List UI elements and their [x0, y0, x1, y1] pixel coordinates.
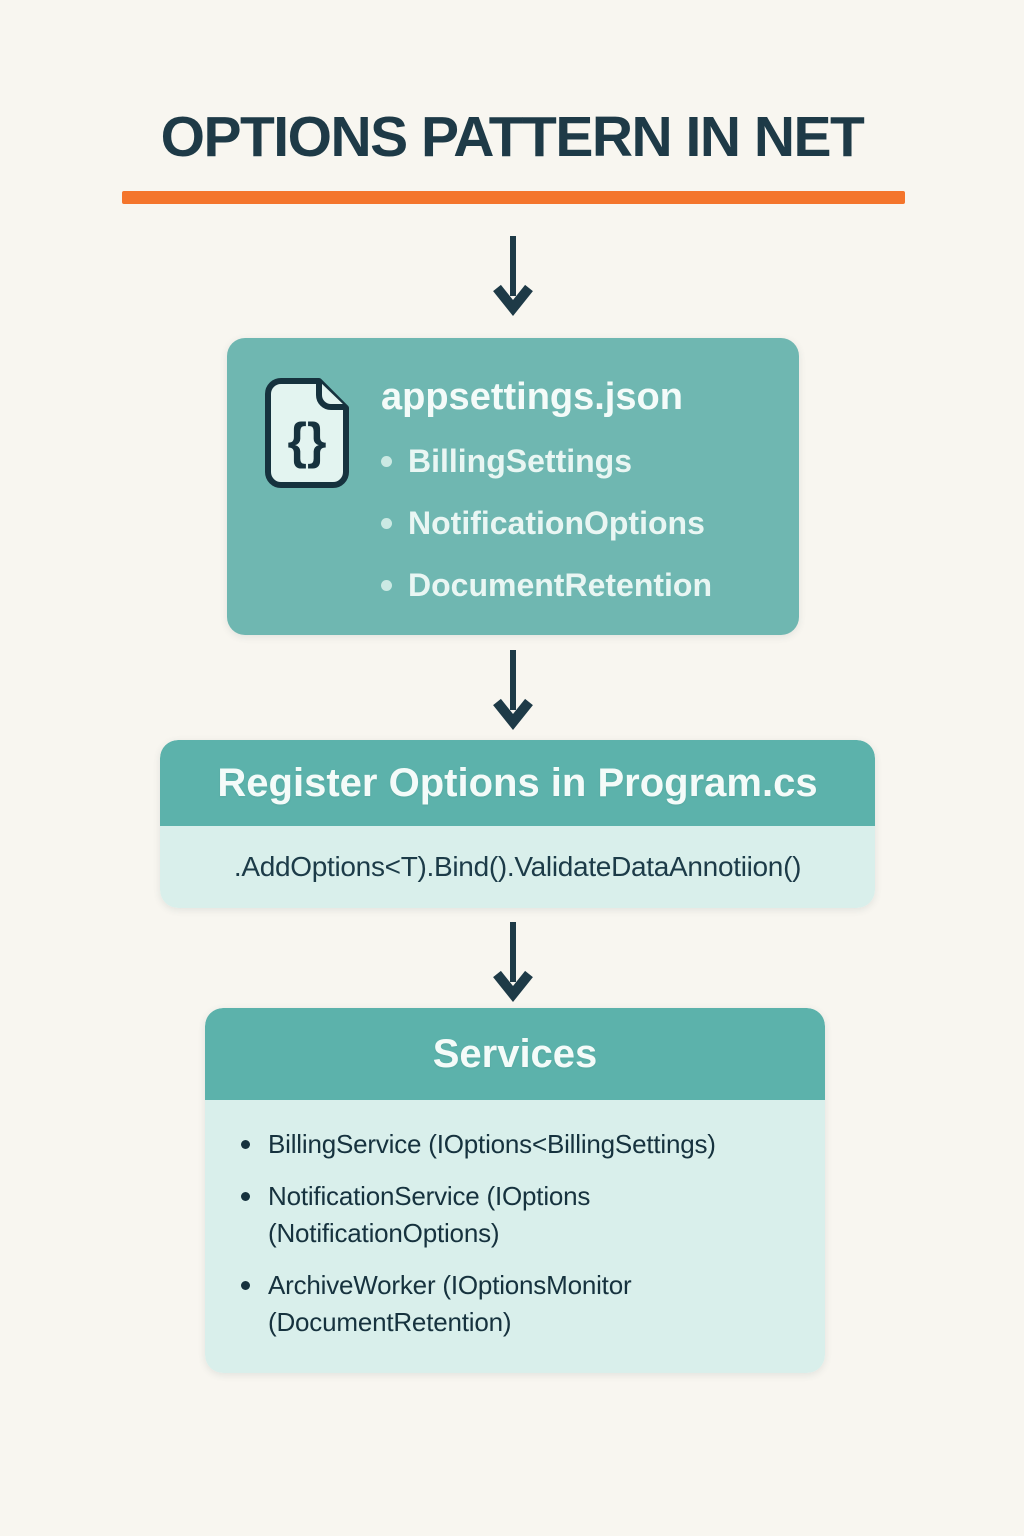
bullet-dot	[381, 456, 392, 467]
list-item: BillingService (IOptions<BillingSettings…	[241, 1126, 799, 1163]
appsettings-box: {} appsettings.json BillingSettings Noti…	[227, 338, 799, 635]
services-box: Services BillingService (IOptions<Billin…	[205, 1008, 825, 1373]
list-item-label: BillingSettings	[408, 443, 632, 479]
services-list: BillingService (IOptions<BillingSettings…	[241, 1126, 799, 1341]
bullet-dot	[381, 518, 392, 529]
down-arrow-icon	[493, 236, 533, 317]
list-item-label: ArchiveWorker (IOptionsMonitor (Document…	[268, 1270, 632, 1337]
services-box-title: Services	[432, 1031, 598, 1076]
appsettings-content: appsettings.json BillingSettings Notific…	[381, 376, 765, 605]
list-item: DocumentRetention	[381, 567, 765, 604]
bullet-dot	[241, 1140, 250, 1149]
down-arrow-icon	[493, 650, 533, 731]
register-box-title: Register Options in Program.cs	[217, 760, 818, 805]
list-item-label: NotificationOptions	[408, 505, 705, 541]
list-item: NotificationOptions	[381, 505, 765, 542]
page-title: OPTIONS PATTERN IN NET	[160, 105, 865, 169]
services-box-header: Services	[205, 1008, 825, 1100]
json-braces-glyph: {}	[288, 413, 327, 469]
bullet-dot	[241, 1281, 250, 1290]
list-item-label: NotificationService (IOptions (Notificat…	[268, 1181, 591, 1248]
appsettings-list: BillingSettings NotificationOptions Docu…	[381, 443, 765, 604]
down-arrow-icon	[493, 922, 533, 1003]
json-file-icon: {}	[263, 376, 351, 605]
register-box-header: Register Options in Program.cs	[160, 740, 875, 826]
bullet-dot	[381, 580, 392, 591]
bullet-dot	[241, 1192, 250, 1201]
register-code-snippet: .AddOptions<T).Bind().ValidateDataAnnoti…	[233, 851, 802, 882]
appsettings-title: appsettings.json	[381, 376, 683, 418]
list-item-label: DocumentRetention	[408, 567, 712, 603]
list-item-label: BillingService (IOptions<BillingSettings…	[268, 1129, 716, 1159]
register-options-box: Register Options in Program.cs .AddOptio…	[160, 740, 875, 908]
list-item: ArchiveWorker (IOptionsMonitor (Document…	[241, 1267, 799, 1341]
list-item: NotificationService (IOptions (Notificat…	[241, 1178, 799, 1252]
register-box-body: .AddOptions<T).Bind().ValidateDataAnnoti…	[160, 826, 875, 908]
list-item: BillingSettings	[381, 443, 765, 480]
services-box-body: BillingService (IOptions<BillingSettings…	[205, 1100, 825, 1373]
title-underline	[122, 191, 905, 204]
